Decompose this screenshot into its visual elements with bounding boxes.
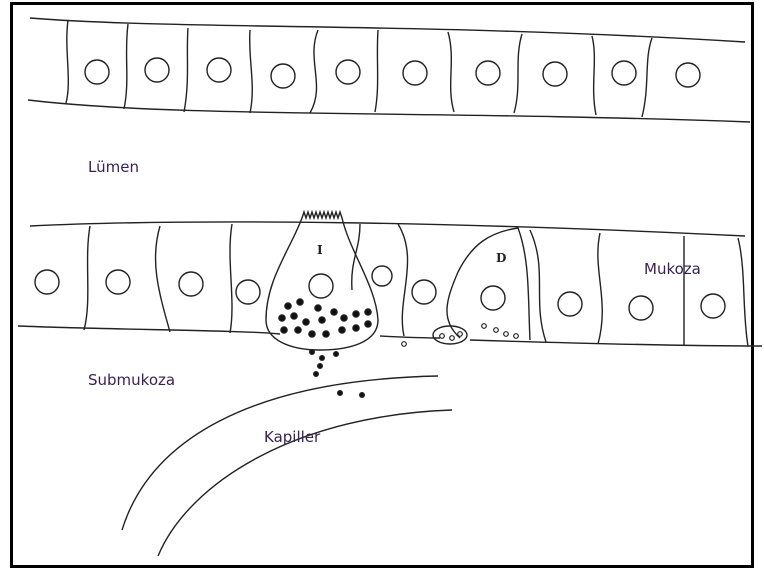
d-cell-granule: [482, 324, 487, 329]
nucleus: [476, 61, 500, 85]
secreted-granule: [360, 393, 365, 398]
lower-epithelium-bottom-border: [380, 336, 440, 338]
lower-cell-wall: [738, 238, 748, 346]
nucleus: [676, 63, 700, 87]
upper-cell-wall: [66, 20, 68, 103]
upper-cell-wall: [124, 24, 128, 109]
secreted-granule: [334, 352, 339, 357]
nucleus: [412, 280, 436, 304]
i-cell-granule: [297, 299, 303, 305]
nucleus: [85, 60, 109, 84]
upper-epithelium: [28, 18, 750, 122]
d-cell-granule: [514, 334, 519, 339]
i-cell-granule: [331, 309, 337, 315]
lower-cell-wall: [230, 224, 232, 333]
kapiller-label: Kapiller: [264, 428, 321, 446]
i-cell-granule: [339, 327, 345, 333]
lower-epithelium: I D: [18, 212, 762, 350]
nucleus: [236, 280, 260, 304]
i-cell-nucleus: [309, 274, 333, 298]
nucleus: [207, 58, 231, 82]
nucleus: [145, 58, 169, 82]
nucleus: [372, 266, 392, 286]
d-cell-granule: [440, 334, 445, 339]
i-cell-granule: [291, 313, 297, 319]
i-cell: I: [266, 212, 378, 350]
lower-epithelium-bottom-border: [18, 326, 280, 334]
upper-cell-wall: [250, 30, 253, 113]
capillary-outer-wall: [122, 376, 438, 530]
mukoza-label: Mukoza: [644, 260, 701, 278]
upper-cell-wall: [375, 30, 378, 112]
lower-epithelium-top-border: [30, 222, 745, 236]
lower-cell-wall: [352, 224, 360, 290]
upper-cell-wall: [184, 28, 188, 112]
i-cell-granule: [309, 331, 315, 337]
nucleus: [106, 270, 130, 294]
secreted-granule: [318, 364, 323, 369]
lower-cell-wall: [84, 226, 90, 330]
i-cell-granule: [281, 327, 287, 333]
upper-epithelium-top-border: [30, 18, 745, 42]
secreted-granule: [338, 391, 343, 396]
upper-cell-wall: [592, 36, 596, 115]
nucleus: [612, 61, 636, 85]
nucleus: [35, 270, 59, 294]
d-cell-granule: [402, 342, 407, 347]
upper-cell-wall: [310, 30, 318, 113]
capillary: [122, 376, 452, 556]
i-cell-microvilli: [302, 212, 342, 218]
i-cell-granule: [353, 311, 359, 317]
i-cell-granule: [319, 317, 325, 323]
lower-cell-wall: [398, 224, 408, 336]
d-cell-granule: [504, 332, 509, 337]
i-cell-granule: [315, 305, 321, 311]
nucleus: [558, 292, 582, 316]
i-cell-granule: [303, 319, 309, 325]
submucosa-granules: [310, 350, 365, 398]
upper-cell-wall: [514, 34, 522, 113]
lower-cell-wall: [598, 233, 602, 344]
lower-epithelium-bottom-border: [470, 340, 762, 346]
submukoza-label: Submukoza: [88, 371, 175, 389]
d-cell-membrane: [447, 228, 530, 340]
i-cell-granule: [365, 309, 371, 315]
i-cell-granule: [323, 331, 329, 337]
i-cell-granule: [353, 325, 359, 331]
secreted-granule: [310, 350, 315, 355]
nucleus: [179, 272, 203, 296]
nucleus: [543, 62, 567, 86]
i-cell-granule: [341, 315, 347, 321]
secreted-granule: [314, 372, 319, 377]
i-cell-granule: [365, 321, 371, 327]
d-cell-granule: [494, 328, 499, 333]
i-cell-mark: I: [317, 243, 323, 257]
upper-cell-wall: [448, 32, 454, 112]
d-cell-mark: D: [496, 251, 506, 265]
lumen-label: Lümen: [88, 158, 139, 176]
i-cell-granule: [285, 303, 291, 309]
d-cell-granule: [458, 332, 463, 337]
d-cell-nucleus: [481, 286, 505, 310]
lower-cell-wall: [530, 230, 546, 342]
upper-epithelium-bottom-border: [28, 100, 750, 122]
nucleus: [336, 60, 360, 84]
nucleus: [629, 296, 653, 320]
secreted-granule: [320, 356, 325, 361]
i-cell-granules: [279, 299, 371, 337]
upper-cell-wall: [642, 38, 652, 117]
nucleus: [701, 294, 725, 318]
nucleus: [271, 64, 295, 88]
lower-cell-wall: [155, 226, 170, 332]
i-cell-granule: [295, 327, 301, 333]
i-cell-granule: [279, 315, 285, 321]
d-cell-granule: [450, 336, 455, 341]
nucleus: [403, 61, 427, 85]
